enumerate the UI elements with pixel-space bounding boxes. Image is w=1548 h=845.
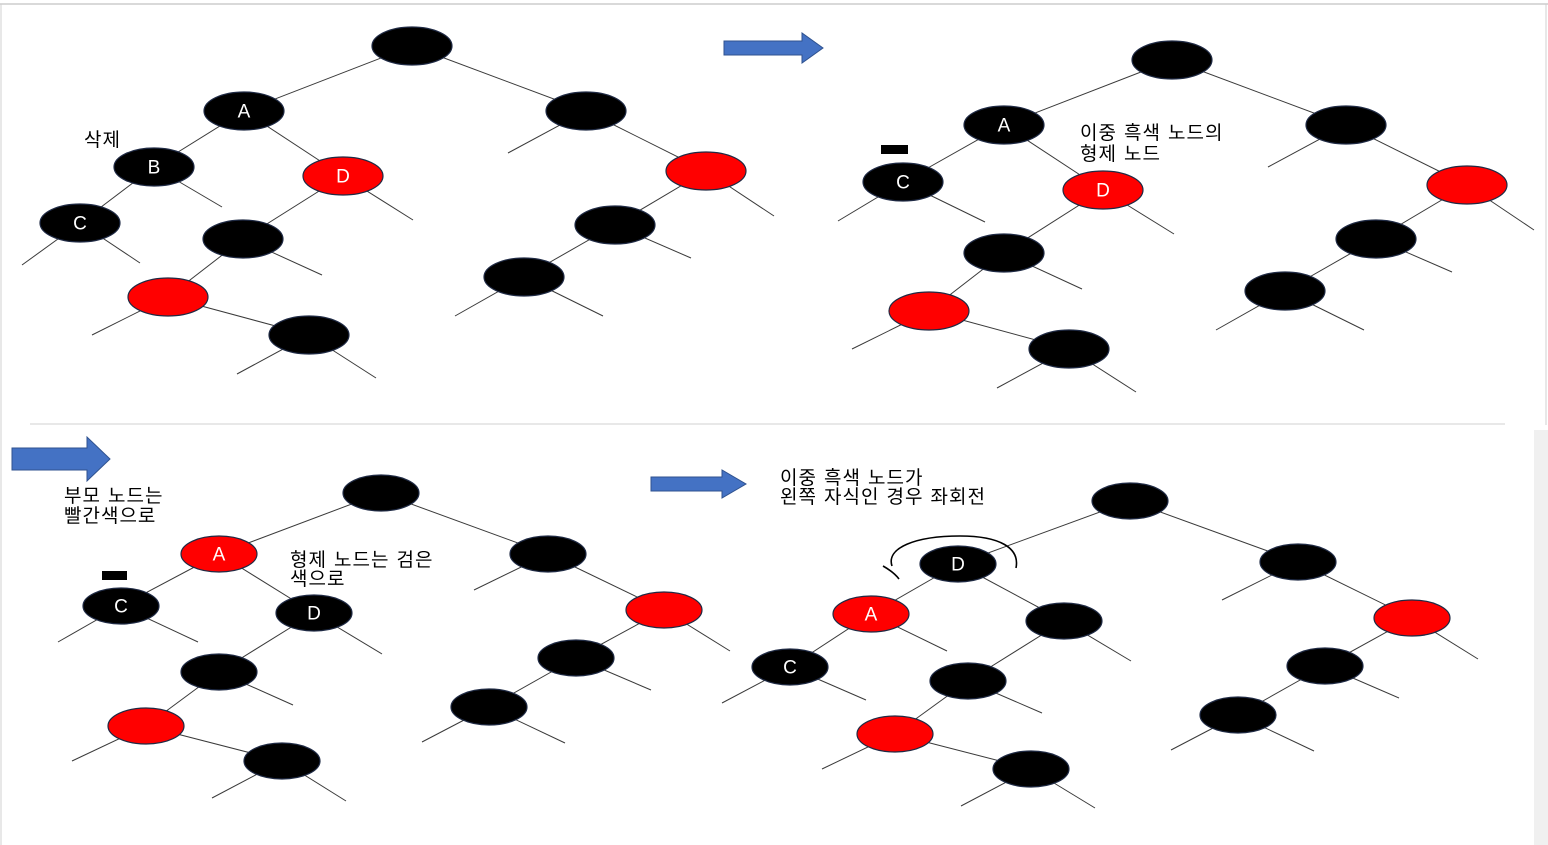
node	[1426, 165, 1508, 205]
node	[450, 688, 528, 726]
panel-3-nodes	[82, 474, 703, 780]
node	[1305, 105, 1387, 145]
panel-2-tree	[837, 59, 1535, 393]
sibling-label-line-2: 형제 노드	[1080, 143, 1161, 165]
node-root	[371, 26, 453, 66]
node-d	[302, 156, 384, 196]
node	[963, 233, 1045, 273]
node-root	[342, 474, 420, 512]
sibling-black-label-line-1: 형제 노드는 검은	[290, 549, 433, 571]
node	[1028, 329, 1110, 369]
panel-1-tree	[21, 45, 775, 379]
counterclockwise-rotation-icon	[882, 535, 1018, 580]
node-a	[203, 91, 285, 131]
node	[1286, 647, 1364, 685]
panel-4-nodes	[751, 482, 1451, 788]
panel-1-nodes	[39, 26, 747, 355]
node	[888, 291, 970, 331]
node-letter: C	[114, 597, 128, 618]
node-letter: A	[865, 605, 878, 626]
node-letter: C	[73, 214, 87, 235]
right-arrow-icon	[11, 435, 111, 483]
node-a	[180, 535, 258, 573]
node-letter: D	[336, 167, 350, 188]
node	[243, 742, 321, 780]
node	[509, 535, 587, 573]
node	[202, 219, 284, 259]
node-root	[1131, 40, 1213, 80]
node-letter: A	[998, 116, 1011, 137]
double-black-marker-icon	[102, 571, 127, 580]
node	[1244, 271, 1326, 311]
panel-3-tree	[57, 492, 731, 802]
panel-2-nodes	[862, 40, 1508, 369]
panel-4-tree	[721, 500, 1479, 809]
parent-label-line-1: 부모 노드는	[64, 485, 163, 507]
double-black-marker-icon	[881, 145, 908, 154]
node-c	[82, 587, 160, 625]
node	[929, 662, 1007, 700]
delete-label: 삭제	[84, 129, 121, 151]
node-letter: C	[896, 173, 910, 194]
node-c	[862, 162, 944, 202]
node-letter: D	[307, 604, 321, 625]
node	[1025, 602, 1103, 640]
node-a	[832, 595, 910, 633]
node	[180, 653, 258, 691]
node-letter: D	[1096, 181, 1110, 202]
node	[1373, 599, 1451, 637]
node	[268, 315, 350, 355]
node	[127, 277, 209, 317]
node	[574, 205, 656, 245]
node	[1199, 696, 1277, 734]
right-gutter	[1534, 430, 1548, 845]
node	[1335, 219, 1417, 259]
node-root	[1091, 482, 1169, 520]
node	[856, 715, 934, 753]
right-arrow-icon	[650, 469, 747, 499]
node-c	[39, 203, 121, 243]
sibling-label-line-1: 이중 흑색 노드의	[1080, 122, 1223, 144]
node-d	[275, 594, 353, 632]
node	[992, 750, 1070, 788]
node-b	[113, 147, 195, 187]
node	[665, 151, 747, 191]
node-c	[751, 648, 829, 686]
node-d	[1062, 170, 1144, 210]
parent-label-line-2: 빨간색으로	[64, 505, 156, 527]
node	[625, 591, 703, 629]
node-letter: A	[238, 102, 251, 123]
node	[1259, 543, 1337, 581]
node	[537, 639, 615, 677]
rotate-label-line-2: 왼쪽 자식인 경우 좌회전	[780, 486, 986, 508]
node	[545, 91, 627, 131]
sibling-black-label-line-2: 색으로	[290, 568, 345, 590]
node-letter: D	[951, 555, 965, 576]
node-d	[919, 545, 997, 583]
node	[483, 257, 565, 297]
node-letter: C	[783, 658, 797, 679]
node-letter: A	[213, 545, 226, 566]
rotate-label-line-1: 이중 흑색 노드가	[780, 467, 923, 489]
node	[107, 707, 185, 745]
node-letter: B	[148, 158, 161, 179]
node-a	[963, 105, 1045, 145]
right-arrow-icon	[723, 32, 824, 64]
